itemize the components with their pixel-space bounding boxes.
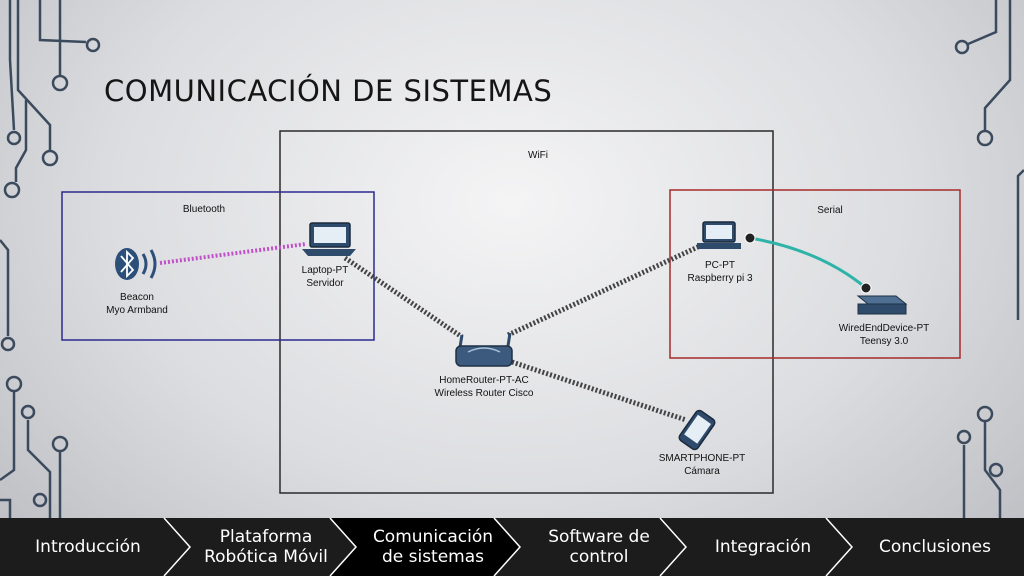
nav-separator-4 <box>659 518 688 576</box>
pc-label-2: Raspberry pi 3 <box>687 273 752 284</box>
nav-separator-2 <box>329 518 358 576</box>
router-label-2: Wireless Router Cisco <box>435 388 534 399</box>
router-label-1: HomeRouter-PT-AC <box>439 375 528 386</box>
wireless-link-router-phone <box>511 359 687 423</box>
nav-item-label: de sistemas <box>381 547 485 567</box>
beacon-label-2: Myo Armband <box>106 305 168 316</box>
nav-separator-1 <box>163 518 192 576</box>
bluetooth-zone <box>61 191 375 341</box>
bluetooth-zone-label: Bluetooth <box>183 204 225 215</box>
smartphone-label-1: SMARTPHONE-PT <box>659 453 746 464</box>
nav-chevrons <box>163 518 854 576</box>
nav-item-label: Integración <box>714 537 812 557</box>
wireless-link-router-pc <box>506 243 702 338</box>
wired-label-2: Teensy 3.0 <box>860 336 909 347</box>
serial-port-pc <box>744 232 756 244</box>
laptop-label-2: Servidor <box>306 278 344 289</box>
nav-item-introduccion[interactable]: Introducción <box>0 518 176 576</box>
nav-item-integracion[interactable]: Integración <box>680 518 846 576</box>
laptop-label-1: Laptop-PT <box>302 265 349 276</box>
wired-device-icon <box>856 295 908 315</box>
nav-item-label: Plataforma <box>219 527 313 547</box>
wireless-link-laptop-router <box>343 255 464 340</box>
router-icon <box>455 332 513 367</box>
nav-item-label: Introducción <box>35 537 141 557</box>
serial-link <box>749 236 867 290</box>
smartphone-label-2: Cámara <box>684 466 720 477</box>
bluetooth-icon <box>115 248 157 280</box>
wifi-zone <box>279 130 774 494</box>
laptop-icon <box>302 222 356 256</box>
nav-separator-5 <box>825 518 854 576</box>
serial-port-wired <box>860 282 872 294</box>
pc-label-1: PC-PT <box>705 260 735 271</box>
beacon-label-1: Beacon <box>120 292 154 303</box>
nav-item-conclusiones[interactable]: Conclusiones <box>846 518 1024 576</box>
nav-item-label: Comunicación <box>372 527 494 547</box>
nav-item-label: control <box>569 547 629 567</box>
wifi-zone-label: WiFi <box>528 150 548 161</box>
wired-label-1: WiredEndDevice-PT <box>839 323 930 334</box>
nav-chevron-active-bg <box>330 518 520 576</box>
nav-item-label: Software de <box>548 527 650 547</box>
nav-separator-3 <box>493 518 522 576</box>
slide-title: COMUNICACIÓN DE SISTEMAS <box>104 74 553 108</box>
pc-icon <box>697 221 741 249</box>
smartphone-icon <box>678 409 716 451</box>
serial-zone-label: Serial <box>817 205 843 216</box>
nav-item-label: Robótica Móvil <box>204 547 328 567</box>
bluetooth-link <box>159 242 307 265</box>
nav-item-label: Conclusiones <box>879 537 991 557</box>
serial-zone <box>669 189 961 359</box>
